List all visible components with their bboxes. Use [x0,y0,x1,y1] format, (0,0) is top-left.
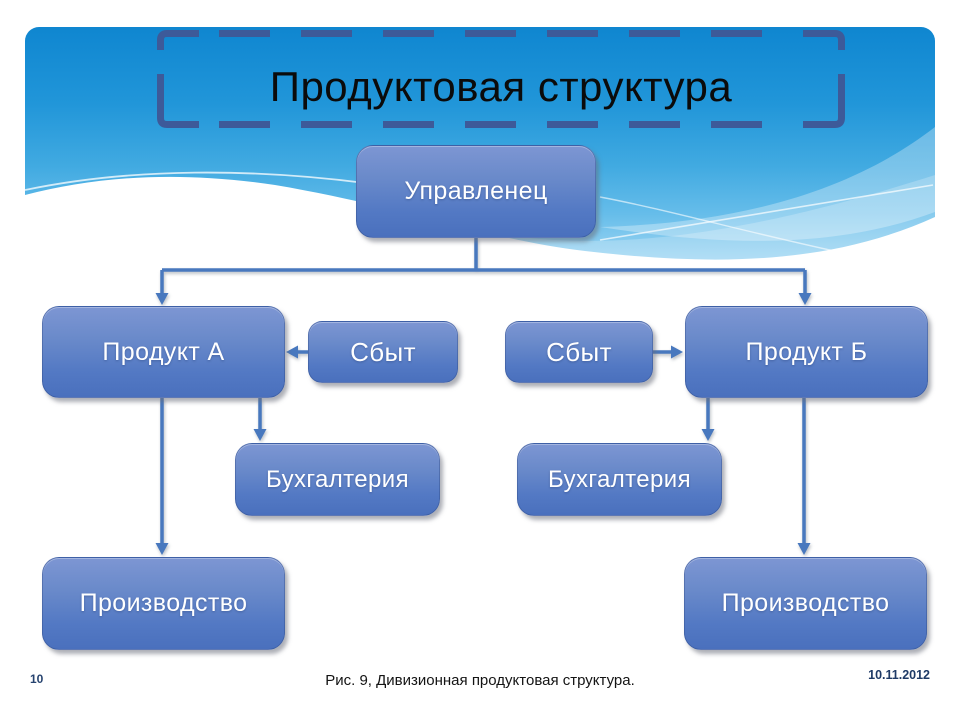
slide-title: Продуктовая структура [269,63,733,110]
arrowhead-sales-right [671,345,683,359]
node-label: Бухгалтерия [265,465,410,493]
title-frame: Продуктовая структура [157,30,845,128]
arrowhead-product-b [798,293,812,305]
node-production-left: Производство [42,557,285,650]
wave-corner-sweep [600,127,935,241]
node-label: Продукт Б [745,337,868,366]
arrowhead-a-accounting [253,429,267,441]
arrowhead-b-production [797,543,811,555]
node-label: Бухгалтерия [547,465,692,493]
node-label: Управленец [404,177,548,205]
page-number: 10 [30,672,44,686]
dashed-frame [157,30,845,128]
wave-line-descending [599,196,854,256]
node-label: Производство [721,589,890,617]
node-sales-right: Сбыт [505,321,653,383]
wave-line-ascending [599,184,934,241]
wave-line-left [25,171,366,191]
header-wave-decoration [25,127,935,267]
arrowhead-a-production [155,543,169,555]
node-label: Производство [79,589,248,617]
figure-caption: Рис. 9, Дивизионная продуктовая структур… [325,672,635,689]
slide-date: 10.11.2012 [868,668,930,682]
node-label: Продукт А [102,337,225,366]
arrowhead-b-accounting [701,429,715,441]
node-product-b: Продукт Б [685,306,928,398]
arrowhead-sales-left [286,345,298,359]
node-accounting-right: Бухгалтерия [517,443,722,516]
node-product-a: Продукт А [42,306,285,398]
arrowhead-product-a [155,293,169,305]
node-label: Сбыт [350,336,416,367]
node-sales-left: Сбыт [308,321,458,383]
node-label: Сбыт [546,336,612,367]
node-manager: Управленец [356,145,596,238]
node-production-right: Производство [684,557,927,650]
wave-white [25,176,935,267]
node-accounting-left: Бухгалтерия [235,443,440,516]
